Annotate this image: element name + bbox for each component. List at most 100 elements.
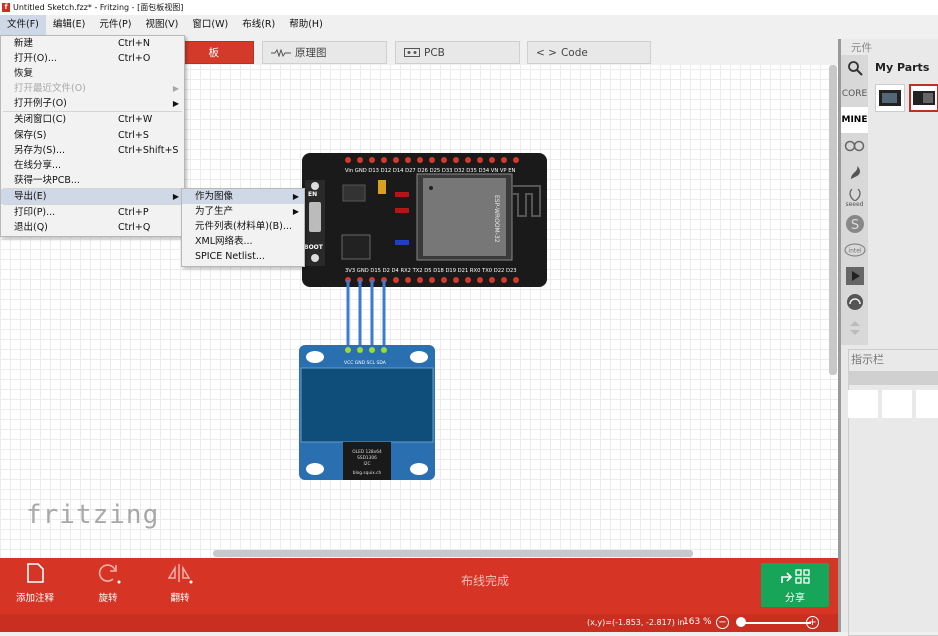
scroll-arrows-icon — [849, 321, 860, 335]
submenu-arrow-icon: ▶ — [172, 99, 179, 109]
menu-item-print[interactable]: 打印(P)... Ctrl+P — [1, 205, 184, 220]
menu-item-close-label: 关闭窗口(C) — [14, 114, 67, 126]
s-badge-icon: S — [845, 215, 864, 233]
menu-item-open[interactable]: 打开(O)... Ctrl+O — [1, 51, 184, 66]
gauge-icon — [846, 294, 863, 310]
rotate-button[interactable]: 旋转 — [78, 562, 138, 604]
bin-arduino[interactable] — [841, 133, 868, 159]
menu-item-revert[interactable]: 恢复 — [1, 66, 184, 81]
menu-item-export-production[interactable]: 为了生产▶ — [182, 204, 304, 219]
menu-item-export-spice-label: SPICE Netlist... — [195, 251, 265, 263]
menu-item-close[interactable]: 关闭窗口(C) Ctrl+W — [1, 112, 184, 127]
zoom-slider-track[interactable] — [741, 622, 811, 624]
menu-item-print-shortcut: Ctrl+P — [118, 207, 149, 219]
connection-wires[interactable] — [346, 280, 386, 350]
oled-chip-line2: SSD1306 — [357, 455, 377, 461]
oled-chip-line3: I2C — [363, 461, 370, 467]
menu-view[interactable]: 视图(V) — [145, 19, 179, 30]
menu-item-share-online-label: 在线分享... — [14, 159, 62, 171]
menu-item-save-label: 保存(S) — [14, 129, 47, 141]
tab-schematic-label: 原理图 — [295, 47, 327, 59]
menu-separator — [3, 187, 182, 189]
menu-item-quit[interactable]: 退出(Q)Ctrl+Q — [1, 220, 184, 235]
menu-window[interactable]: 窗口(W) — [192, 19, 229, 30]
seeed-icon — [848, 188, 861, 201]
menu-item-export-bom-label: 元件列表(材料单)(B)... — [195, 221, 292, 233]
menu-item-open-shortcut: Ctrl+O — [118, 53, 151, 65]
add-note-button[interactable]: 添加注释 — [5, 562, 65, 604]
submenu-arrow-icon: ▶ — [292, 207, 299, 217]
menu-item-quit-label: 退出(Q) — [14, 222, 48, 234]
esp32-board[interactable]: Vin GND D13 D12 D14 D27 D26 D25 D33 D32 … — [302, 153, 547, 287]
zoom-out-button[interactable]: − — [716, 616, 729, 629]
menu-item-save-as-label: 另存为(S)... — [14, 144, 66, 156]
menu-item-share-online[interactable]: 在线分享... — [1, 158, 184, 173]
menu-item-save[interactable]: 保存(S) Ctrl+S — [1, 128, 184, 143]
menu-item-close-shortcut: Ctrl+W — [118, 114, 153, 126]
bin-scroll[interactable] — [841, 315, 868, 341]
tab-pcb-label: PCB — [424, 46, 445, 59]
menu-separator — [3, 111, 182, 113]
parts-bins-sidebar: CORE MINE seeed S intel — [841, 55, 868, 345]
oled-display-module[interactable]: VCC GND SCL SDA OLED 128x64 SSD1306 I2C … — [299, 345, 435, 480]
part-thumb-module[interactable] — [909, 84, 938, 112]
bin-mine[interactable]: MINE — [841, 107, 868, 133]
menu-item-new-shortcut: Ctrl+N — [118, 38, 150, 49]
menu-item-examples[interactable]: 打开例子(O)▶ — [1, 96, 184, 111]
status-bar: (x,y)=(-1.853, -2.817) in 163 % − + — [0, 614, 838, 632]
menu-part[interactable]: 元件(P) — [99, 19, 132, 30]
menu-item-recent-label: 打开最近文件(O) — [14, 83, 86, 95]
flip-icon — [167, 564, 193, 584]
menu-item-export-xml-netlist[interactable]: XML网络表... — [182, 234, 304, 249]
menu-edit[interactable]: 编辑(E) — [52, 19, 86, 30]
zoom-level: 163 % — [683, 617, 712, 627]
menu-file[interactable]: 文件(F) — [0, 15, 46, 35]
zoom-in-button[interactable]: + — [806, 616, 819, 629]
menu-item-open-label: 打开(O)... — [14, 53, 57, 65]
bin-intel[interactable]: intel — [841, 237, 868, 263]
title-bar: f Untitled Sketch.fzz* - Fritzing - [面包板… — [0, 0, 938, 15]
menu-help[interactable]: 帮助(H) — [289, 19, 323, 30]
menu-item-save-as[interactable]: 另存为(S)...Ctrl+Shift+S — [1, 143, 184, 158]
menu-item-export-spice[interactable]: SPICE Netlist... — [182, 249, 304, 264]
tab-schematic[interactable]: 原理图 — [262, 41, 387, 64]
tab-code[interactable]: < > Code — [527, 41, 651, 64]
tab-pcb[interactable]: PCB — [395, 41, 520, 64]
esp32-module-label: ESP-WROOM-32 — [493, 195, 500, 243]
bin-seeed[interactable]: seeed — [841, 185, 868, 211]
seeed-label: seeed — [845, 200, 864, 208]
zoom-slider-handle[interactable] — [736, 617, 746, 627]
share-button[interactable]: 分享 — [761, 563, 829, 607]
menu-item-export-image[interactable]: 作为图像▶ — [182, 189, 304, 205]
inspector-image-schematic — [882, 390, 912, 418]
search-icon — [847, 61, 863, 76]
menu-item-export-image-label: 作为图像 — [195, 191, 234, 202]
intel-icon: intel — [844, 243, 865, 257]
menu-item-save-shortcut: Ctrl+S — [118, 129, 149, 141]
cursor-coordinates: (x,y)=(-1.853, -2.817) in — [587, 618, 685, 627]
parts-panel-title: 元件 — [851, 42, 872, 54]
menu-separator — [3, 204, 182, 206]
flip-label: 翻转 — [170, 593, 190, 604]
menu-item-export-bom[interactable]: 元件列表(材料单)(B)... — [182, 219, 304, 234]
part-thumb-esp32[interactable] — [875, 84, 905, 112]
vertical-scrollbar[interactable] — [829, 65, 837, 375]
flip-button[interactable]: 翻转 — [150, 562, 210, 604]
bin-sparkfun[interactable] — [841, 159, 868, 185]
en-button-label: EN — [308, 191, 317, 198]
menu-routing[interactable]: 布线(R) — [242, 19, 276, 30]
bottom-toolbar: 添加注释 旋转 翻转 布线完成 分享 — [0, 558, 838, 614]
oled-chip-line1: OLED 128x64 — [352, 449, 382, 455]
menu-item-order-pcb[interactable]: 获得一块PCB... — [1, 173, 184, 188]
menu-item-print-label: 打印(P)... — [14, 207, 56, 219]
bin-s[interactable]: S — [841, 211, 868, 237]
oled-chip-line4: blog.squix.ch — [353, 470, 382, 476]
bin-play[interactable] — [841, 263, 868, 289]
horizontal-scrollbar[interactable] — [213, 550, 693, 557]
menu-item-revert-label: 恢复 — [14, 68, 34, 80]
bin-gauge[interactable] — [841, 289, 868, 315]
parts-search-button[interactable] — [841, 55, 868, 81]
menu-item-export[interactable]: 导出(E)▶ — [1, 188, 184, 205]
bin-core[interactable]: CORE — [841, 89, 868, 99]
